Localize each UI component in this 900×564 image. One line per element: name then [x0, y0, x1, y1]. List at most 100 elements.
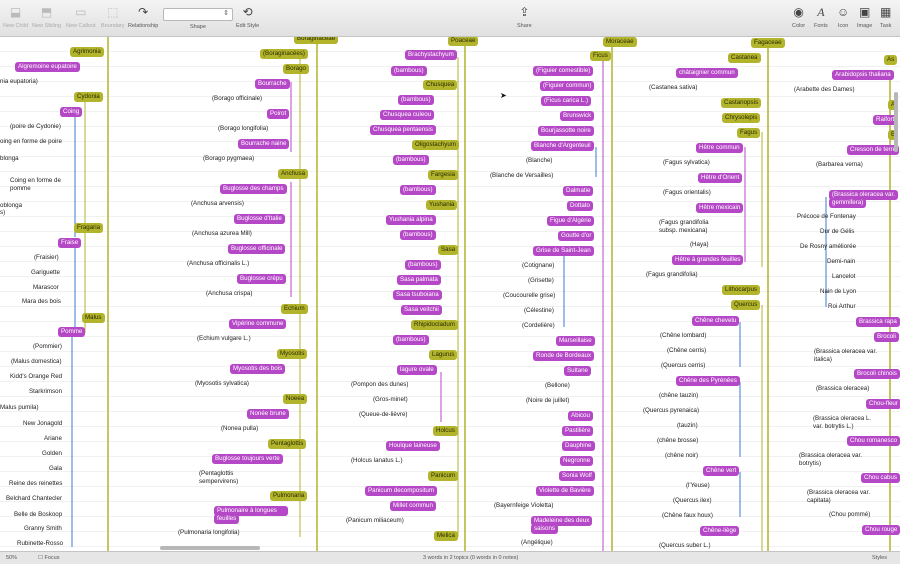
mindmap-topic[interactable]: Brocoli: [874, 332, 899, 342]
mindmap-topic[interactable]: (Blanche de Versailles): [490, 172, 554, 179]
new-callout-button[interactable]: ▭ New Callout: [66, 5, 96, 29]
mindmap-topic[interactable]: (Arabette des Dames): [794, 86, 855, 93]
mindmap-topic[interactable]: Sasa: [438, 245, 459, 255]
mindmap-topic[interactable]: (Angélique): [521, 539, 553, 546]
mindmap-topic[interactable]: Ficus: [590, 51, 611, 61]
new-sibling-button[interactable]: ⬒ New Sibling: [32, 5, 62, 29]
mindmap-topic[interactable]: Buglosse officinale: [228, 244, 286, 254]
mindmap-topic[interactable]: Sasa palmata: [397, 275, 441, 285]
mindmap-topic[interactable]: Gala: [49, 465, 63, 472]
mindmap-topic[interactable]: Myosotis des bois: [230, 364, 286, 374]
mindmap-topic[interactable]: sempervirens): [199, 478, 239, 485]
mindmap-topic[interactable]: (Chou pommé): [829, 511, 871, 518]
mindmap-topic[interactable]: capitata): [807, 497, 831, 504]
mindmap-topic[interactable]: châtaignier commun: [676, 68, 738, 78]
mindmap-topic[interactable]: Negronne: [560, 456, 594, 466]
mindmap-topic[interactable]: saisons: [531, 524, 558, 534]
mindmap-topic[interactable]: Roi Arthur: [828, 303, 856, 310]
mindmap-topic[interactable]: (Quercus ilex): [673, 497, 712, 504]
mindmap-topic[interactable]: Malus pumila): [0, 404, 39, 411]
mindmap-topic[interactable]: Anchusa: [278, 169, 309, 179]
mindmap-topic[interactable]: Buglosse crépu: [237, 274, 286, 284]
mindmap-topic[interactable]: Melica: [434, 531, 458, 541]
mindmap-topic[interactable]: nia eupatoria): [0, 78, 38, 85]
mindmap-topic[interactable]: Granny Smith: [24, 525, 62, 532]
mindmap-topic[interactable]: (bambous): [398, 95, 434, 105]
mindmap-topic[interactable]: (Pompon des dunes): [351, 381, 409, 388]
mindmap-topic[interactable]: Hêtre à grandes feuilles: [672, 255, 744, 265]
mindmap-topic[interactable]: Vipérine commune: [229, 319, 287, 329]
mindmap-topic[interactable]: Sasa tsuboiana: [393, 290, 442, 300]
mindmap-topic[interactable]: (Brassica oleracea var.: [829, 190, 898, 200]
mindmap-topic[interactable]: Moraceae: [603, 37, 637, 47]
mindmap-topic[interactable]: (Fagus grandifolia): [646, 271, 698, 278]
mindmap-topic[interactable]: Fraise: [58, 238, 82, 248]
mindmap-topic[interactable]: Rhipidocladum: [411, 320, 458, 330]
mindmap-topic[interactable]: Buglosse toujours verte: [212, 454, 283, 464]
mindmap-topic[interactable]: Sultane: [564, 366, 591, 376]
mindmap-topic[interactable]: lagure ovale: [397, 365, 437, 375]
mindmap-topic[interactable]: (Figuier commun): [540, 81, 595, 91]
mindmap-topic[interactable]: Cresson de terre: [847, 145, 900, 155]
mindmap-topic[interactable]: Poirot: [267, 109, 290, 119]
mindmap-topic[interactable]: Panicum: [428, 471, 459, 481]
mindmap-topic[interactable]: (Fraisier): [34, 254, 59, 261]
mindmap-topic[interactable]: Lithocarpus: [722, 285, 760, 295]
boundary-button[interactable]: ⬚ Boundary: [101, 5, 125, 29]
mindmap-topic[interactable]: Golden: [42, 450, 62, 457]
edit-style-button[interactable]: ⟲ Edit Style: [236, 5, 260, 29]
mindmap-topic[interactable]: (Anchusa crispa): [206, 290, 253, 297]
vertical-scrollbar[interactable]: [894, 92, 898, 152]
mindmap-topic[interactable]: (Brassica oleracea): [816, 385, 870, 392]
mindmap-topic[interactable]: Myosotis: [277, 349, 308, 359]
mindmap-topic[interactable]: Figue d'Algérie: [547, 216, 595, 226]
mindmap-topic[interactable]: (Echium vulgare L.): [197, 335, 251, 342]
mindmap-topic[interactable]: (Coucourelle grise): [503, 292, 556, 299]
mindmap-topic[interactable]: Arabidopsis thaliana: [832, 70, 894, 80]
mindmap-topic[interactable]: Sasa veitchii: [401, 305, 442, 315]
mindmap-topic[interactable]: (Fagus grandifolia: [659, 219, 709, 226]
mindmap-topic[interactable]: Dauphine: [562, 441, 595, 451]
mindmap-topic[interactable]: Gariguette: [31, 269, 60, 276]
mindmap-topic[interactable]: Castanea: [728, 53, 761, 63]
mindmap-topic[interactable]: (bambous): [400, 230, 436, 240]
mindmap-topic[interactable]: Ronde de Bordeaux: [533, 351, 595, 361]
mindmap-topic[interactable]: Chêne-liège: [700, 526, 740, 536]
mindmap-topic[interactable]: Noeea: [283, 394, 308, 404]
mindmap-topic[interactable]: Belchard Chantecler: [6, 495, 63, 502]
mindmap-topic[interactable]: subsp. mexicana): [659, 227, 708, 234]
mindmap-topic[interactable]: Madeleine des deux: [531, 516, 593, 526]
mindmap-topic[interactable]: (Pulmonaria longifolia): [178, 529, 240, 536]
mindmap-topic[interactable]: Agrimonia: [70, 47, 104, 57]
mindmap-topic[interactable]: Chêne chevelu: [692, 316, 740, 326]
mindmap-topic[interactable]: Yushania alpina: [386, 215, 436, 225]
mindmap-topic[interactable]: (bambous): [400, 185, 436, 195]
mindmap-topic[interactable]: Reine des reinettes: [9, 480, 63, 487]
mindmap-topic[interactable]: Grise de Saint-Jean: [533, 246, 594, 256]
mindmap-topic[interactable]: Yushania: [426, 200, 458, 210]
mindmap-topic[interactable]: (chêne tauzin): [659, 392, 699, 399]
mindmap-topic[interactable]: Nonée brune: [247, 409, 289, 419]
mindmap-topic[interactable]: (Bellone): [545, 382, 570, 389]
mindmap-topic[interactable]: Chou romanesco: [847, 436, 900, 446]
mindmap-topic[interactable]: Marseillaise: [556, 336, 595, 346]
mindmap-topic[interactable]: Echium: [281, 304, 308, 314]
mindmap-topic[interactable]: Pulmonaria: [270, 491, 308, 501]
mindmap-topic[interactable]: (Figuier comestible): [533, 66, 594, 76]
mindmap-topic[interactable]: A: [888, 100, 899, 110]
mindmap-topic[interactable]: Quercus: [731, 300, 761, 310]
mindmap-topic[interactable]: (Pommier): [33, 343, 62, 350]
mindmap-topic[interactable]: italica): [814, 356, 832, 363]
mindmap-topic[interactable]: Blanche d'Argenteuil: [531, 141, 594, 151]
mindmap-topic[interactable]: Holcus: [433, 426, 458, 436]
mindmap-topic[interactable]: (Brassica oleracea var.: [807, 489, 870, 496]
task-button[interactable]: ▦ Task: [880, 5, 892, 29]
mindmap-topic[interactable]: Bourjassotte noire: [538, 126, 594, 136]
mindmap-topic[interactable]: (Borago officinale): [212, 95, 263, 102]
mindmap-topic[interactable]: Chêne vert: [703, 466, 740, 476]
mindmap-topic[interactable]: (Quercus pyrenaica): [643, 407, 700, 414]
mindmap-topic[interactable]: (chêne brosse): [657, 437, 699, 444]
mindmap-topic[interactable]: var. botrytis L.): [813, 423, 854, 430]
mindmap-topic[interactable]: botrytis): [799, 460, 822, 467]
mindmap-topic[interactable]: (Borago pygmaea): [203, 155, 255, 162]
